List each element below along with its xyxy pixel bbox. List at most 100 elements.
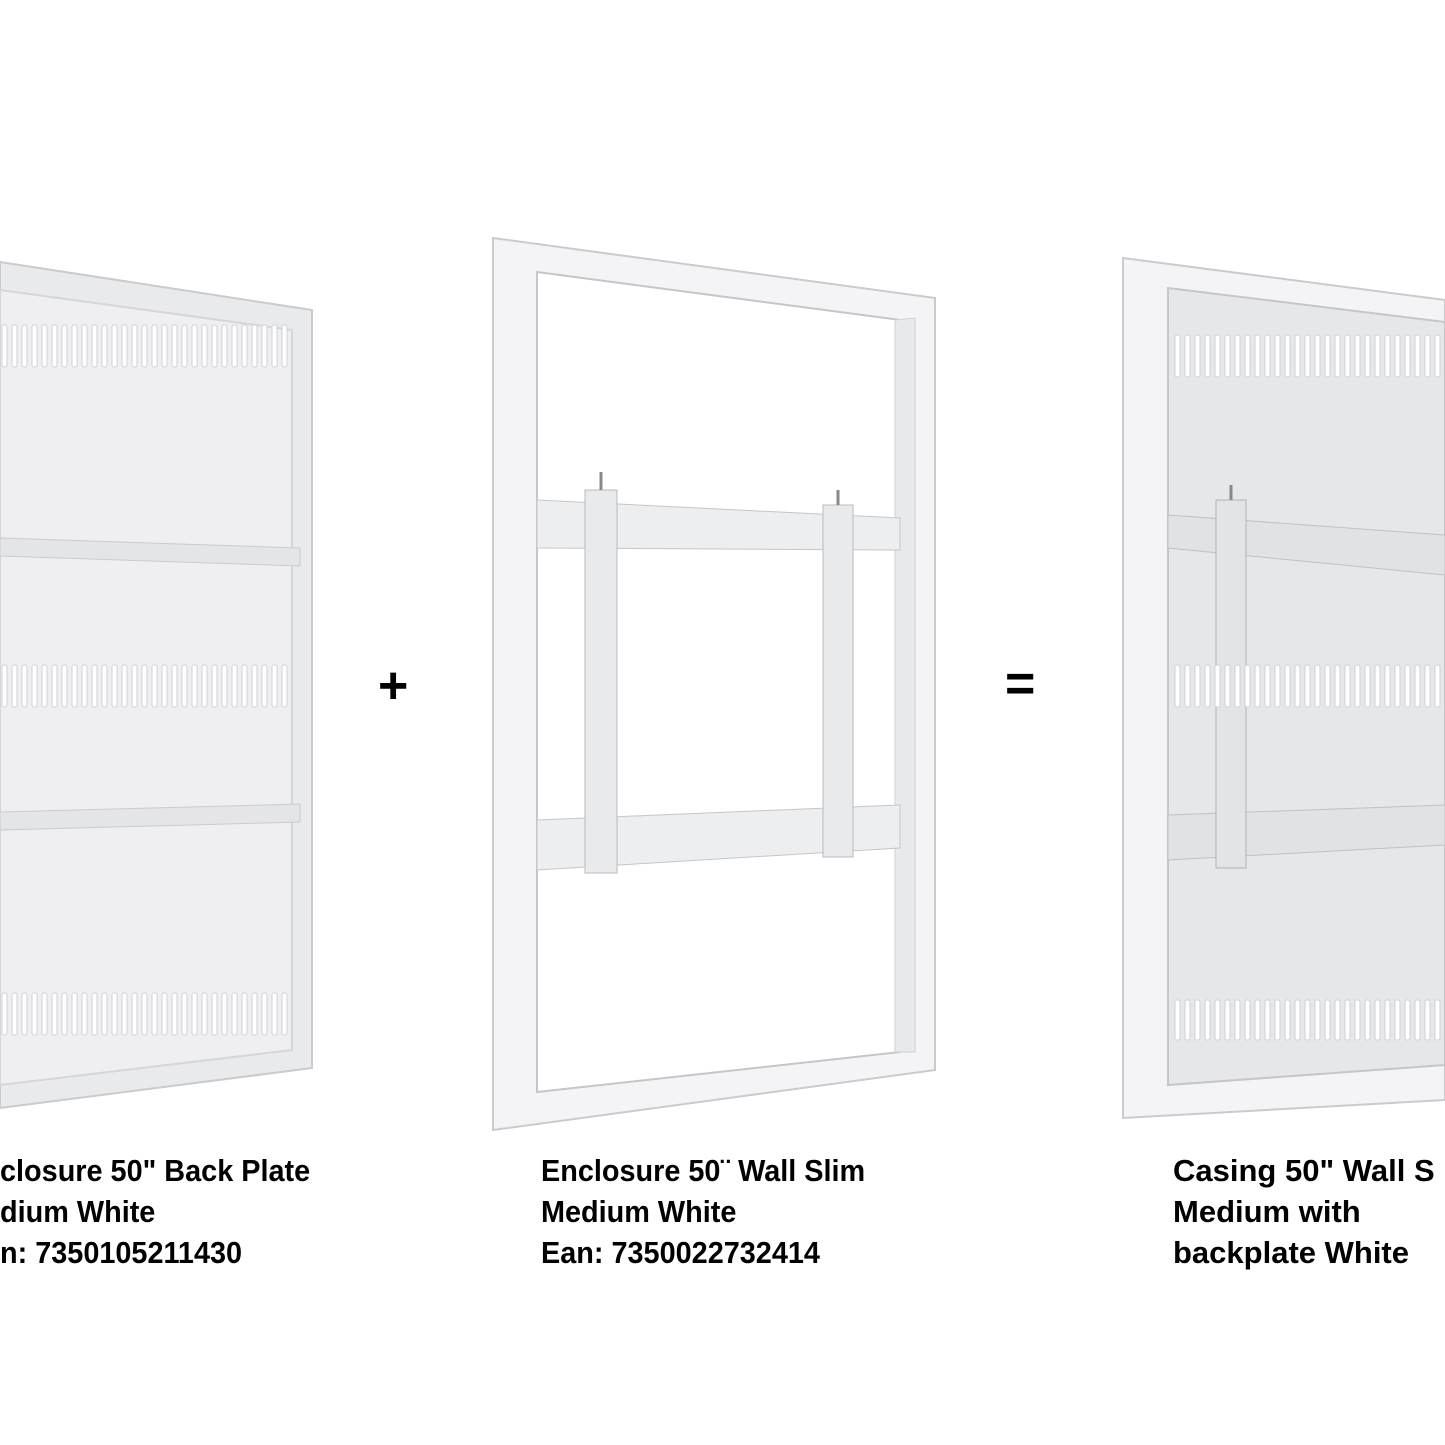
vent-slot [211,992,218,1036]
vent-slot [1294,664,1301,708]
vent-slot [1374,999,1381,1041]
vent-slot [1394,334,1401,378]
vent-slot [1194,664,1201,708]
vent-slot [1414,999,1421,1041]
caption-line: backplate White [1173,1235,1409,1270]
vent-slot [1214,999,1221,1041]
vent-slot [1264,664,1271,708]
vent-slot [241,324,248,368]
caption-back-plate: closure 50" Back Plate dium White n: 735… [0,1150,310,1273]
vent-slot [251,324,258,368]
vent-slot [1334,334,1341,378]
vent-slot [1294,999,1301,1041]
vent-slot [181,992,188,1036]
vent-slot [101,324,108,368]
vent-slot [1344,334,1351,378]
vent-slot [51,324,58,368]
vent-slot [1304,664,1311,708]
vent-slot [1294,334,1301,378]
vent-slot [11,664,18,708]
vent-slot [261,664,268,708]
vent-slot [41,324,48,368]
vent-slot [1,992,8,1036]
vent-slot [151,324,158,368]
vent-slot [1274,334,1281,378]
vent-slot [1234,334,1241,378]
vent-slot [1244,334,1251,378]
caption-line: closure 50" Back Plate [0,1153,311,1188]
equals-sign: = [1005,655,1036,713]
vent-slot [1374,334,1381,378]
vent-slot [111,992,118,1036]
vent-slot [1184,334,1191,378]
vent-slot [1,324,8,368]
vent-slot [1194,999,1201,1041]
vent-slot [1344,664,1351,708]
vent-slot [1424,334,1431,378]
caption-casing: Casing 50" Wall S Medium with backplate … [1173,1150,1435,1273]
vent-slot [1334,664,1341,708]
vent-slot [1254,999,1261,1041]
vent-slot [1384,664,1391,708]
vent-slot [281,324,288,368]
vent-slot [1234,664,1241,708]
vent-slot [161,664,168,708]
vent-slot [61,664,68,708]
vent-slot [191,664,198,708]
vent-slot [1324,334,1331,378]
vent-slot [201,664,208,708]
vent-slot [1214,664,1221,708]
vent-slot [251,992,258,1036]
vent-slot [141,664,148,708]
vent-slot [1334,999,1341,1041]
vent-slot [231,992,238,1036]
vent-slot [1264,999,1271,1041]
vent-slot [1204,999,1211,1041]
vent-slot [1364,334,1371,378]
caption-line: Ean: 7350022732414 [541,1235,820,1270]
vent-slot [1434,334,1441,378]
vent-slot [171,324,178,368]
vent-slot [131,664,138,708]
vent-slot [101,992,108,1036]
vent-slot [1404,664,1411,708]
vent-slot [171,992,178,1036]
vent-slot [181,664,188,708]
vent-slot [81,664,88,708]
vent-slot [221,324,228,368]
vent-slot [1274,999,1281,1041]
vent-slot [171,664,178,708]
vent-slot [1324,999,1331,1041]
caption-wall-slim: Enclosure 50¨ Wall Slim Medium White Ean… [541,1150,865,1273]
vent-slot [71,992,78,1036]
vent-slot [141,324,148,368]
vent-slot [71,664,78,708]
vent-slot [1304,334,1311,378]
vent-slot [61,992,68,1036]
vent-slot [1434,664,1441,708]
vent-slot [1394,999,1401,1041]
vent-slot [191,992,198,1036]
caption-line: dium White [0,1194,156,1229]
vent-slot [1274,664,1281,708]
vent-slot [201,992,208,1036]
vent-slot [161,992,168,1036]
vent-slot [1204,664,1211,708]
vent-slot [1194,334,1201,378]
vent-slot [281,992,288,1036]
vent-slot [111,324,118,368]
vent-slot [111,664,118,708]
vent-slot [211,324,218,368]
vent-slot [151,992,158,1036]
vent-slot [1284,999,1291,1041]
caption-line: Casing 50" Wall S [1173,1153,1435,1188]
vent-slot [91,992,98,1036]
vent-slot [1244,664,1251,708]
vent-slot [1314,664,1321,708]
vent-slot [1324,664,1331,708]
vent-slot [41,992,48,1036]
vent-slot [1204,334,1211,378]
vent-slot [1304,999,1311,1041]
vent-slot [261,324,268,368]
